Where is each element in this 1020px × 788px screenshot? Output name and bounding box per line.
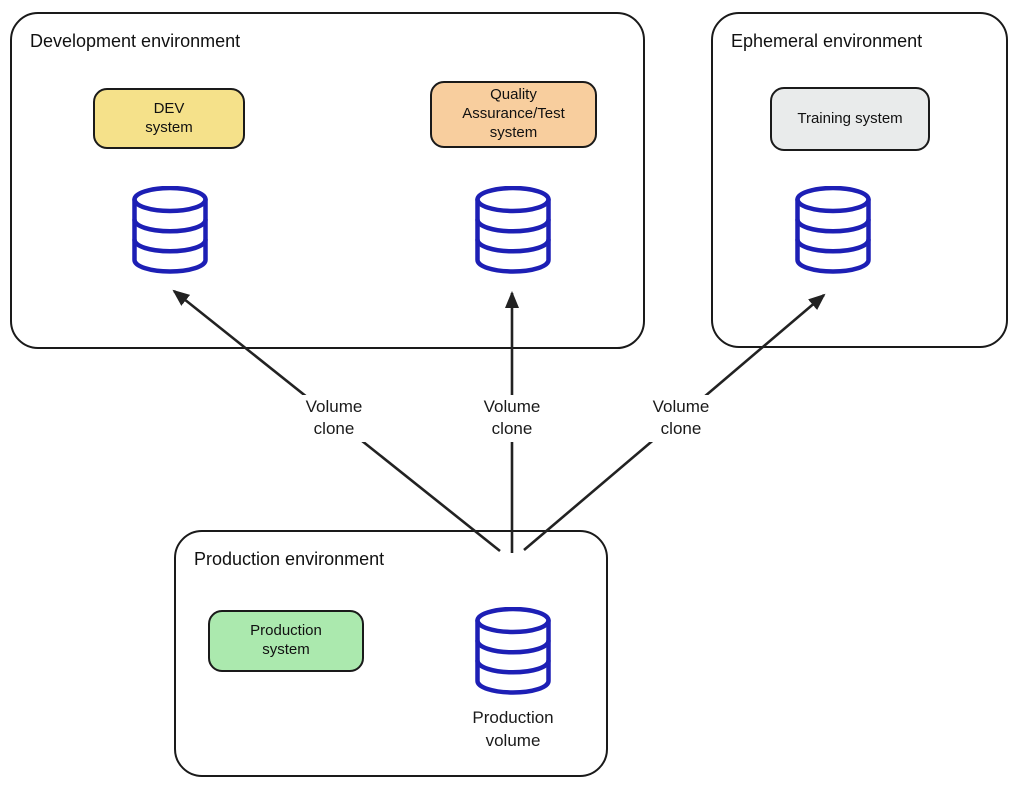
production-system-node: Production system xyxy=(208,610,364,672)
development-environment-title: Development environment xyxy=(30,31,241,51)
volume-clone-label: Volume clone xyxy=(300,395,368,442)
ephemeral-environment-container xyxy=(711,12,1008,348)
production-environment-title: Production environment xyxy=(194,549,385,569)
database-icon xyxy=(795,186,871,274)
qa-test-system-node: Quality Assurance/Test system xyxy=(430,81,597,148)
training-system-node: Training system xyxy=(770,87,930,151)
production-volume-caption: Production volume xyxy=(472,708,554,750)
volume-clone-label: Volume clone xyxy=(478,395,546,442)
volume-clone-label: Volume clone xyxy=(647,395,715,442)
database-icon xyxy=(132,186,208,274)
development-environment-container xyxy=(10,12,645,349)
dev-system-node: DEV system xyxy=(93,88,245,149)
ephemeral-environment-title: Ephemeral environment xyxy=(731,31,923,51)
database-icon xyxy=(475,186,551,274)
database-icon xyxy=(475,607,551,695)
